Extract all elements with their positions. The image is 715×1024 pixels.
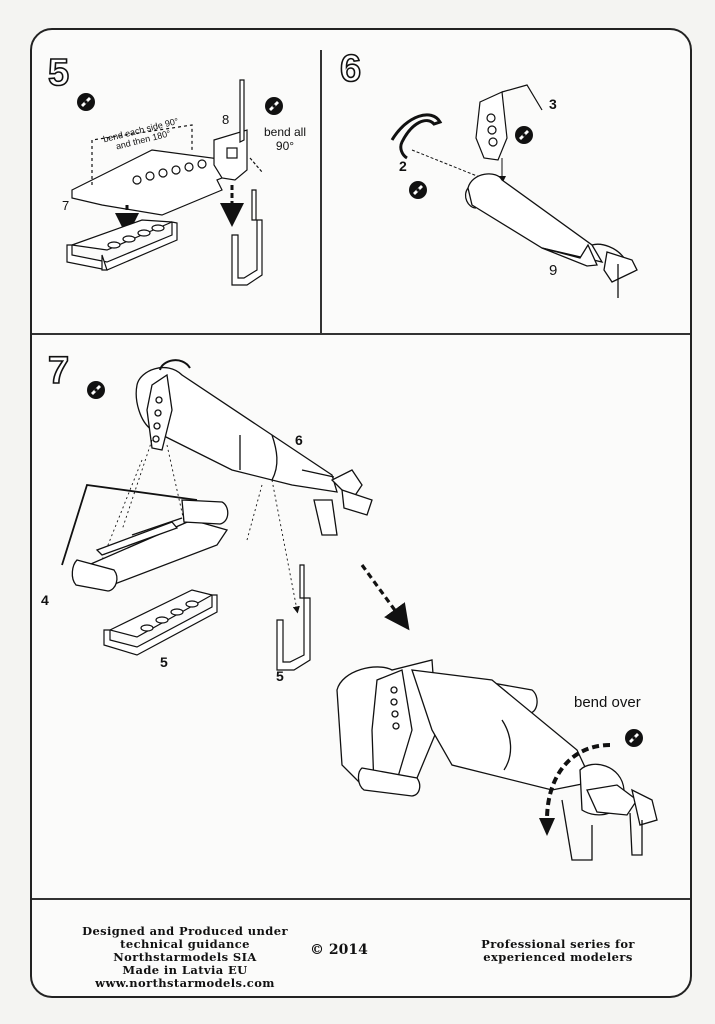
step7-bomb-with-fork: [135, 359, 373, 536]
photo-etch-part-icon: [408, 180, 428, 205]
divider-vertical: [320, 50, 322, 333]
photo-etch-part-icon: [514, 125, 534, 150]
divider-footer: [32, 898, 690, 900]
step5-bend-note: bend all 90°: [263, 125, 307, 153]
part-label-6: 6: [295, 432, 303, 448]
assembly-illustrations: [61, 79, 658, 861]
footer-line: Professional series for: [481, 937, 635, 951]
footer-website: www.northstarmodels.com: [95, 976, 275, 990]
part-label-3: 3: [549, 96, 557, 112]
footer-line: Designed and Produced under: [82, 924, 288, 938]
step6-part-3: [475, 84, 543, 161]
photo-etch-part-icon: [264, 96, 284, 121]
footer-line: Made in Latvia EU: [122, 963, 248, 977]
part-label-7: 7: [62, 198, 70, 213]
step7-part-5-stand: [276, 564, 311, 671]
step6-bomb-part-9: [464, 173, 638, 298]
step5-fold-flat-part: [71, 124, 243, 216]
photo-etch-part-icon: [624, 728, 644, 753]
photo-etch-part-icon: [86, 380, 106, 405]
photo-etch-part-icon: [76, 92, 96, 117]
step-number-6: 6: [339, 47, 362, 91]
bend-over-arrow-head: [539, 818, 555, 836]
bend-over-arrow: [545, 743, 611, 821]
instruction-sheet: 5 6 7: [30, 28, 692, 998]
bend-over-callout: bend over: [574, 694, 641, 711]
step6-part-2: [390, 113, 443, 160]
divider-horizontal: [32, 333, 690, 335]
step7-part-4-frame: [61, 484, 229, 592]
footer-line: experienced modelers: [483, 950, 633, 964]
step5-bent-part: [231, 189, 263, 286]
step5-folded-part: [66, 219, 178, 271]
step-number-5: 5: [47, 51, 70, 95]
footer-tagline: Professional series for experienced mode…: [448, 938, 668, 964]
step7-final-assembly: [336, 659, 658, 861]
footer-line: Northstarmodels SIA: [113, 950, 257, 964]
part-label-4: 4: [41, 592, 49, 608]
step5-part-8: [213, 79, 263, 181]
part-label-8: 8: [222, 112, 230, 127]
part-label-9: 9: [549, 262, 558, 279]
footer-line: technical guidance: [120, 937, 250, 951]
part-label-2: 2: [399, 158, 407, 174]
step-number-7: 7: [47, 349, 70, 393]
part-label-5: 5: [160, 654, 168, 670]
footer-credits: Designed and Produced under technical gu…: [60, 925, 310, 990]
footer-copyright: © 2014: [310, 942, 368, 958]
part-label-5: 5: [276, 668, 284, 684]
step7-part-5-cradle: [103, 589, 218, 656]
